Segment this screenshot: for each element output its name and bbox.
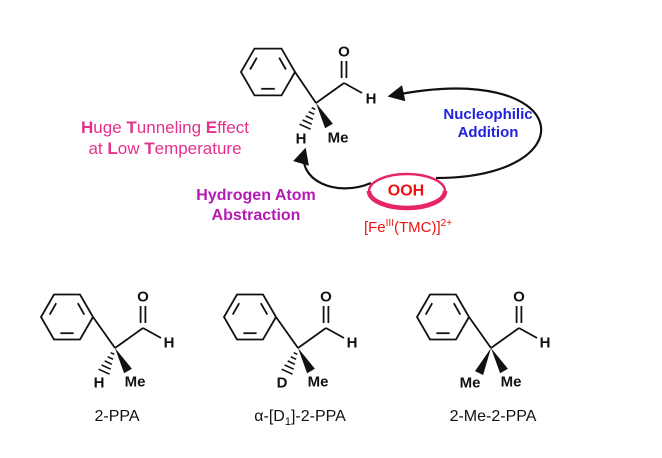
- caption-part: uge: [93, 118, 127, 137]
- benzene-ring: [39, 293, 95, 341]
- wedge-bond: [316, 103, 333, 129]
- nucleophilic-caption: Nucleophilic Addition: [408, 106, 568, 143]
- aldehyde-h-bond: [518, 327, 538, 339]
- atom-label-oxygen: O: [320, 289, 332, 306]
- atom-label-oxygen: O: [513, 289, 525, 306]
- label-subscript: 1: [284, 416, 291, 429]
- reaction-scheme: O H H Me OOH: [239, 44, 543, 211]
- complex-part: [Fe: [363, 219, 386, 236]
- atom-label-methyl: Me: [328, 130, 349, 147]
- atom-label-aldehyde-h: H: [347, 335, 358, 352]
- atom-label-oxygen: O: [338, 44, 350, 61]
- structure-label-2ppa: 2-PPA: [94, 408, 140, 425]
- complex-oxidation-state: III: [385, 218, 394, 229]
- hash-bond: [98, 351, 115, 375]
- structure-d1-2ppa: O H D Me: [222, 289, 358, 392]
- label-part: ]-2-PPA: [290, 408, 346, 425]
- ring-chain-bond: [294, 71, 317, 104]
- aldehyde-h-bond: [142, 327, 162, 339]
- complex-part: (TMC)]: [393, 219, 441, 236]
- haa-line2: Abstraction: [211, 206, 301, 224]
- atom-label-methyl: Me: [460, 375, 481, 392]
- tunneling-line2: at Low Temperature: [40, 139, 290, 160]
- ring-chain-bond: [468, 316, 492, 349]
- ooh-label: OOH: [388, 183, 424, 200]
- structure-2me2ppa: O H Me Me: [415, 289, 551, 392]
- c2-c1-bond: [490, 327, 520, 349]
- c2-c1-bond: [114, 327, 144, 349]
- tunneling-line1: Huge Tunneling Effect: [40, 118, 290, 139]
- benzene-ring: [239, 47, 297, 97]
- structure-label-d1-2ppa: α-[D1]-2-PPA: [205, 408, 395, 428]
- atom-label-alpha-h: H: [94, 375, 105, 392]
- c2-c1-bond: [297, 327, 327, 349]
- wedge-bond: [491, 348, 508, 374]
- atom-label-alpha-h: H: [296, 131, 307, 148]
- atom-label-oxygen: O: [137, 289, 149, 306]
- structure-bonds: [415, 293, 538, 349]
- caption-part: unneling: [136, 118, 206, 137]
- atom-label-methyl: Me: [125, 374, 146, 391]
- wedge-bond: [115, 348, 132, 374]
- complex-charge: 2+: [440, 218, 453, 229]
- ooh-oval-thick-edge: [366, 190, 448, 211]
- caption-part: emperature: [154, 138, 242, 158]
- c2-c1-bond: [315, 82, 345, 104]
- caption-part: T: [126, 118, 137, 137]
- structure-label-2me2ppa: 2-Me-2-PPA: [449, 408, 537, 425]
- ring-chain-bond: [92, 316, 116, 349]
- caption-part: E: [205, 118, 218, 137]
- nucleophilic-addition-arrow: [387, 85, 543, 180]
- atom-label-aldehyde-h: H: [164, 335, 175, 352]
- hydrogen-abstraction-arrow: [293, 147, 372, 190]
- caption-part: H: [81, 118, 94, 137]
- haa-caption: Hydrogen Atom Abstraction: [168, 186, 344, 225]
- benzene-ring: [415, 293, 471, 341]
- structure-bonds: [222, 293, 345, 349]
- atom-label-aldehyde-h: H: [366, 91, 377, 108]
- wedge-bond: [298, 348, 315, 374]
- caption-part: ow: [117, 138, 145, 158]
- ring-chain-bond: [275, 316, 299, 349]
- structure-bonds: [39, 293, 162, 349]
- structure-2ppa: O H H Me: [39, 289, 175, 392]
- label-part: α-[D: [254, 408, 285, 425]
- aldehyde-h-bond: [343, 82, 363, 94]
- fe-complex-label: [FeIII(TMC)]2+: [330, 218, 486, 236]
- tunneling-caption: Huge Tunneling Effect at Low Temperature: [40, 118, 290, 159]
- benzene-ring: [222, 293, 278, 341]
- aldehyde-h-bond: [325, 327, 345, 339]
- nucleophilic-line1: Nucleophilic: [443, 106, 533, 123]
- atom-label-methyl: Me: [501, 374, 522, 391]
- scheme-substrate-bonds: [239, 47, 363, 104]
- wedge-bond: [475, 348, 491, 375]
- caption-part: at: [88, 138, 108, 158]
- hash-bond: [299, 106, 316, 130]
- nucleophilic-line2: Addition: [457, 124, 519, 142]
- atom-label-aldehyde-h: H: [540, 335, 551, 352]
- haa-line1: Hydrogen Atom: [196, 187, 316, 204]
- caption-part: ffect: [217, 118, 249, 137]
- hash-bond: [281, 351, 298, 375]
- atom-label-deuterium: D: [277, 375, 288, 392]
- atom-label-methyl: Me: [308, 374, 329, 391]
- caption-part: T: [144, 138, 155, 158]
- caption-part: L: [107, 138, 118, 158]
